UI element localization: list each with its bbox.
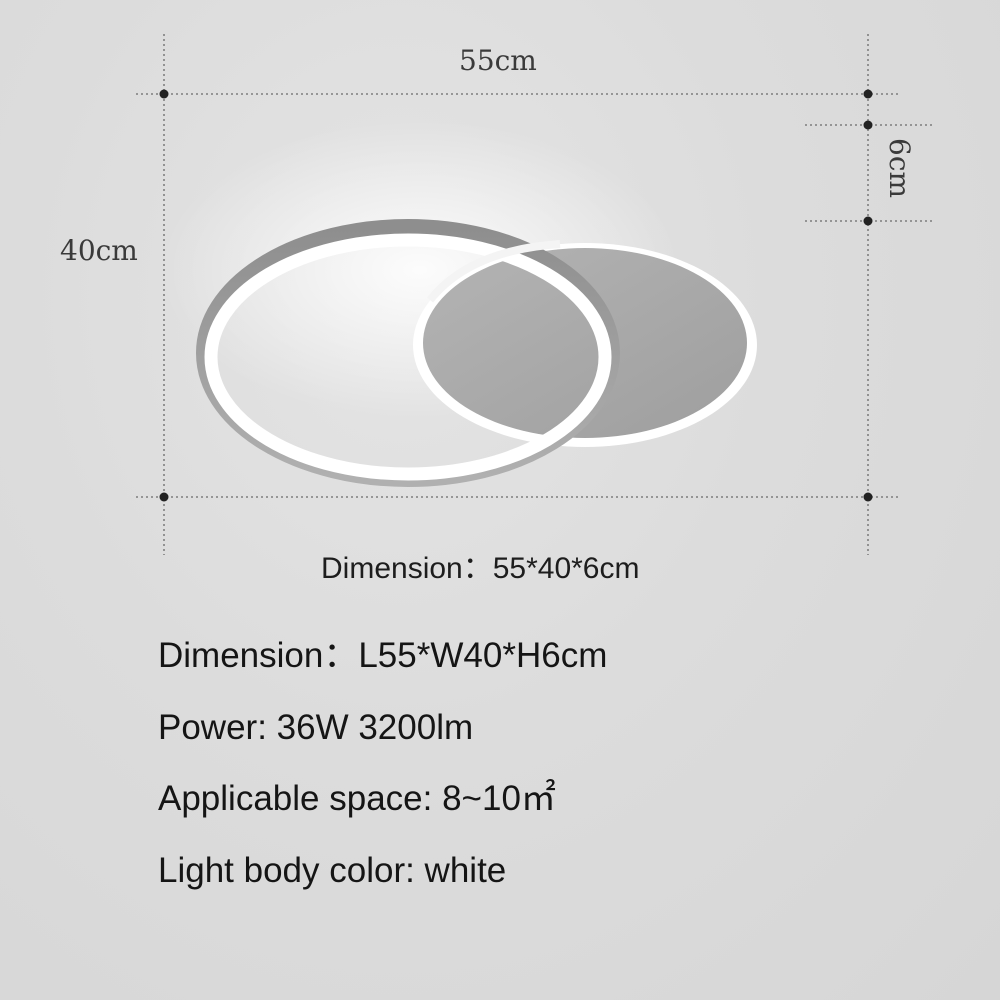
spec-power: Power: 36W 3200lm bbox=[158, 707, 474, 747]
dimension-caption: Dimension：55*40*6cm bbox=[321, 552, 640, 585]
dimension-dots bbox=[159, 89, 873, 502]
height-dimension-label: 6cm bbox=[883, 138, 916, 199]
spec-body-color: Light body color: white bbox=[158, 850, 507, 890]
left-ring bbox=[196, 219, 620, 487]
right-disc-rim-overlap bbox=[426, 240, 561, 303]
spec-list: Dimension：L55*W40*H6cm Power: 36W 3200lm… bbox=[158, 638, 607, 924]
right-disc bbox=[413, 243, 757, 447]
depth-dimension-label: 40cm bbox=[60, 234, 138, 267]
spec-dimension: Dimension：L55*W40*H6cm bbox=[158, 636, 608, 675]
spec-applicable-space: Applicable space: 8~10㎡ bbox=[158, 779, 556, 818]
width-dimension-label: 55cm bbox=[459, 44, 537, 77]
